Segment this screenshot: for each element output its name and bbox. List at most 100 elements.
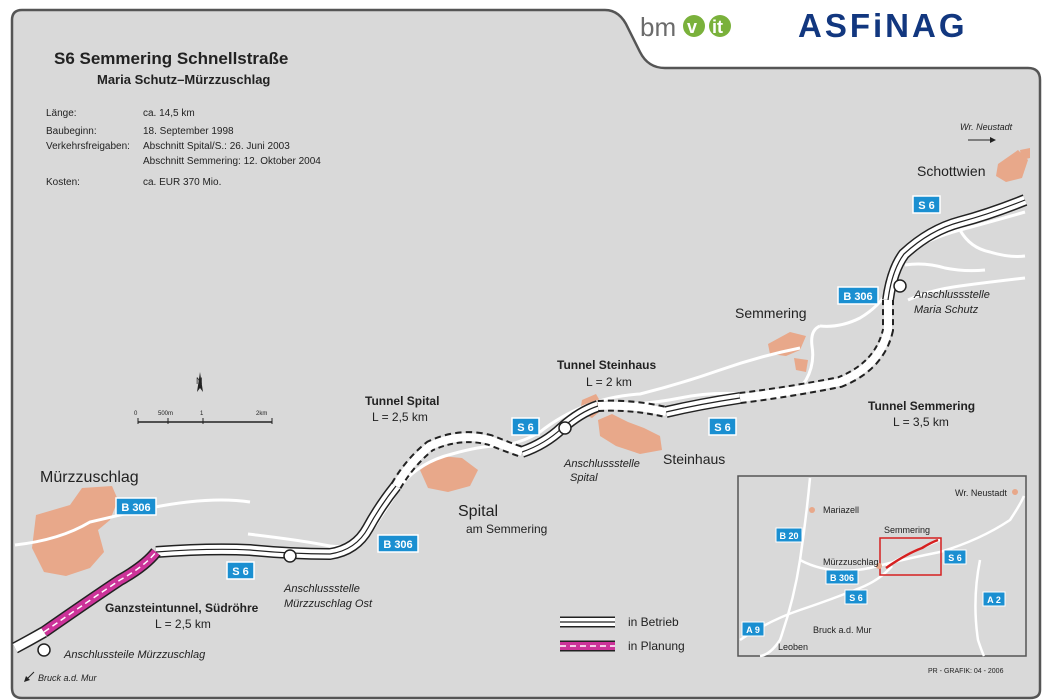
place-bruck: Bruck a.d. Mur [38, 673, 98, 683]
svg-text:bm: bm [640, 12, 676, 42]
svg-text:B 306: B 306 [843, 291, 872, 303]
tunnels-operational [390, 300, 894, 490]
town-steinhaus [598, 414, 662, 454]
svg-text:S 6: S 6 [517, 422, 534, 434]
fact-value-baubeginn: 18. September 1998 [143, 126, 234, 137]
legend-label-planned: in Planung [628, 639, 685, 653]
fact-label-kosten: Kosten: [46, 177, 80, 188]
tunnel-spital-length: L = 2,5 km [372, 410, 428, 424]
shield-s6-3: S 6 [708, 417, 737, 436]
tunnel-spital-name: Tunnel Spital [365, 394, 439, 408]
place-steinhaus: Steinhaus [663, 451, 725, 467]
inset-label-bruck: Bruck a.d. Mur [813, 625, 872, 635]
scale-label-2km: 2km [256, 411, 267, 417]
svg-text:B 306: B 306 [121, 502, 150, 514]
inset-shield-s6-a: S 6 [943, 549, 967, 565]
town-spital [420, 456, 478, 492]
junction-label-muerz-ost-1: Anschlussstelle [283, 583, 360, 595]
scale-bar: 0 500m 1 2km [134, 411, 273, 424]
facts-block: Länge: ca. 14,5 km Baubeginn: 18. Septem… [46, 108, 321, 188]
junction-maria-schutz [893, 279, 907, 293]
shield-b306-2: B 306 [377, 534, 419, 553]
s6-planned-tube [40, 548, 161, 637]
junction-label-muerz-ost-2: Mürzzuschlag Ost [284, 598, 373, 610]
arrow-down-left-icon [24, 671, 35, 682]
place-semmering: Semmering [735, 305, 807, 321]
inset-label-mariazell: Mariazell [823, 505, 859, 515]
junction-label-spital-1: Anschlussstelle [563, 458, 640, 470]
fact-label-laenge: Länge: [46, 108, 77, 119]
svg-text:B 20: B 20 [779, 531, 798, 541]
bmvit-logo: bm v it [640, 12, 731, 42]
fact-label-freigaben: Verkehrsfreigaben: [46, 141, 130, 152]
map-title: S6 Semmering Schnellstraße [54, 49, 288, 68]
inset-shield-b20: B 20 [775, 527, 803, 543]
shield-s6-2: S 6 [511, 417, 540, 436]
tunnel-ganzstein-length: L = 2,5 km [155, 617, 211, 631]
inset-label-wr-neustadt: Wr. Neustadt [955, 488, 1007, 498]
tunnel-ganzstein-name: Ganzsteintunnel, Südröhre [105, 601, 259, 615]
north-arrow-icon: N [196, 372, 203, 392]
svg-text:N: N [196, 376, 203, 386]
junction-label-spital-2: Spital [570, 472, 598, 484]
svg-text:S 6: S 6 [918, 200, 935, 212]
junction-muerzzuschlag [37, 643, 51, 657]
place-schottwien: Schottwien [917, 163, 985, 179]
scale-label-1: 1 [200, 411, 204, 417]
tunnel-semmering-name: Tunnel Semmering [868, 399, 975, 413]
town-semmering-south [794, 358, 808, 372]
svg-text:A 9: A 9 [746, 625, 760, 635]
arrow-right-icon [968, 137, 996, 143]
fact-value-freigabe-spital: Abschnitt Spital/S.: 26. Juni 2003 [143, 141, 290, 152]
scale-label-0: 0 [134, 411, 138, 417]
inset-label-semmering: Semmering [884, 525, 930, 535]
svg-text:it: it [712, 17, 723, 37]
fact-value-kosten: ca. EUR 370 Mio. [143, 177, 221, 188]
svg-text:B 306: B 306 [383, 539, 412, 551]
inset-shield-a2: A 2 [982, 591, 1006, 607]
fact-value-freigabe-semmering: Abschnitt Semmering: 12. Oktober 2004 [143, 156, 321, 167]
fact-value-laenge: ca. 14,5 km [143, 108, 195, 119]
place-spital: Spital [458, 503, 498, 520]
inset-map: Mariazell Wr. Neustadt Semmering Mürzzus… [737, 475, 1027, 658]
junction-label-maria-1: Anschlussstelle [913, 289, 990, 301]
svg-text:ASFiNAG: ASFiNAG [798, 7, 968, 44]
shield-s6-1: S 6 [226, 561, 255, 580]
svg-text:S 6: S 6 [714, 422, 731, 434]
place-spital-sub: am Semmering [466, 522, 547, 536]
inset-shield-a9: A 9 [741, 621, 765, 637]
junction-muerzzuschlag-ost [283, 549, 297, 563]
place-muerzzuschlag: Mürzzuschlag [40, 469, 139, 486]
legend: in Betrieb in Planung [560, 615, 685, 653]
junction-markers [37, 279, 907, 657]
inset-shield-s6-b: S 6 [844, 589, 868, 605]
svg-text:v: v [687, 17, 697, 37]
shield-s6-4: S 6 [912, 195, 941, 214]
svg-text:S 6: S 6 [948, 553, 962, 563]
fact-label-baubeginn: Baubeginn: [46, 126, 97, 137]
svg-text:S 6: S 6 [849, 593, 863, 603]
town-wr-neustadt [1020, 148, 1030, 160]
inset-highlight-box [879, 537, 942, 576]
inset-shield-b306: B 306 [825, 569, 859, 585]
tunnel-semmering-length: L = 3,5 km [893, 415, 949, 429]
town-schottwien [996, 150, 1028, 182]
junction-label-muerz: Anschlussteile Mürzzuschlag [63, 649, 206, 661]
legend-label-operational: in Betrieb [628, 615, 679, 629]
tunnel-steinhaus-length: L = 2 km [586, 375, 632, 389]
svg-text:B 306: B 306 [830, 573, 854, 583]
tunnel-steinhaus-name: Tunnel Steinhaus [557, 358, 656, 372]
inset-label-leoben: Leoben [778, 642, 808, 652]
svg-text:A 2: A 2 [987, 595, 1001, 605]
place-wr-neustadt: Wr. Neustadt [960, 122, 1013, 132]
credit: PR - GRAFIK: 04 - 2006 [928, 668, 1004, 675]
shield-b306-3: B 306 [837, 286, 879, 305]
junction-label-maria-2: Maria Schutz [914, 304, 979, 316]
map-subtitle: Maria Schutz–Mürzzuschlag [97, 72, 270, 87]
inset-label-muerzzuschlag: Mürzzuschlag [823, 557, 879, 567]
asfinag-logo: ASFiNAG [798, 7, 968, 44]
shield-b306-1: B 306 [115, 497, 157, 516]
svg-text:S 6: S 6 [232, 566, 249, 578]
scale-label-500m: 500m [158, 411, 173, 417]
